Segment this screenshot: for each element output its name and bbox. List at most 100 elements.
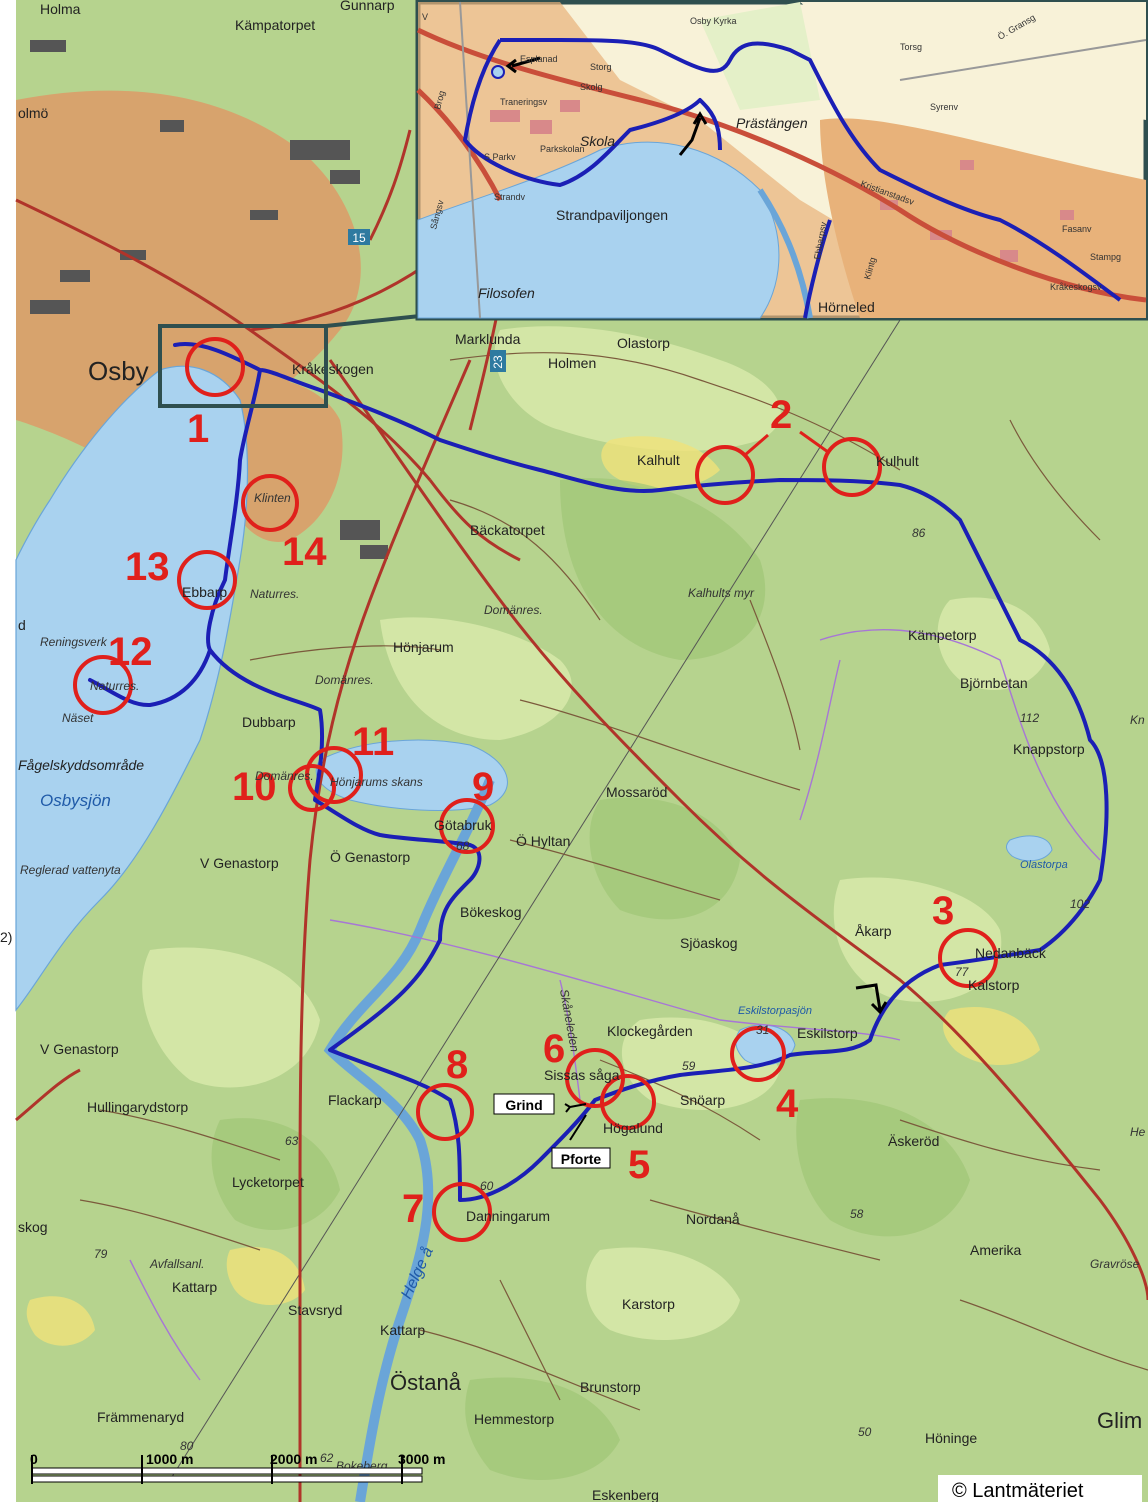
label-naset: Näset: [62, 711, 94, 725]
copyright-box: © Lantmäteriet: [938, 1475, 1142, 1502]
svg-text:Grind: Grind: [505, 1097, 542, 1113]
elevation-68: 68: [456, 839, 470, 853]
road-15-label: 15: [352, 231, 366, 245]
label-eskenberg: Eskenberg: [592, 1487, 659, 1502]
elevation-86: 86: [912, 526, 926, 540]
elevation-58: 58: [850, 1207, 864, 1221]
scale-label-2000: 2000 m: [270, 1451, 317, 1467]
marker-14: 14: [282, 530, 327, 574]
label-edge-d: d: [18, 617, 26, 633]
arrow-eskilstorp: [855, 983, 888, 1015]
yellow-fields: [26, 436, 1040, 1346]
ring-12: [73, 655, 133, 715]
label-domanres1: Domänres.: [484, 603, 543, 617]
ring-1: [185, 337, 245, 397]
marker-9: 9: [472, 765, 494, 809]
ring-9: [439, 798, 495, 854]
arrow-grind: [564, 1103, 587, 1113]
label-dubbarp: Dubbarp: [242, 714, 296, 730]
ring-11: [305, 746, 363, 804]
marker-12: 12: [108, 630, 153, 674]
marker-1: 1: [187, 407, 209, 451]
waypoint-rings: [73, 337, 998, 1242]
marker-2: 2: [770, 393, 792, 437]
marker-10: 10: [232, 765, 277, 809]
label-mossarod: Mossaröd: [606, 784, 667, 800]
ring-8: [416, 1083, 474, 1141]
scale-label-0: 0: [30, 1451, 38, 1467]
label-gravrose: Gravröse: [1090, 1257, 1140, 1271]
label-v-genastorp1: V Genastorp: [200, 855, 279, 871]
boundary-lines: [129, 628, 1101, 1381]
inset-label-skola: Skola: [580, 133, 615, 149]
label-kattarp1: Kattarp: [172, 1279, 217, 1295]
ring-4: [730, 1026, 786, 1082]
ring-5: [600, 1074, 656, 1130]
label-edge-2: 2): [0, 929, 12, 945]
label-stavsryd: Stavsryd: [288, 1302, 342, 1318]
scale-label-3000: 3000 m: [398, 1451, 445, 1467]
inset-label-stampg: Stampg: [1090, 252, 1121, 262]
marker-6: 6: [543, 1027, 565, 1071]
svg-text:Pforte: Pforte: [561, 1151, 602, 1167]
elevation-102: 102: [1070, 897, 1090, 911]
label-kalhults-myr: Kalhults myr: [688, 586, 755, 600]
label-amerika: Amerika: [970, 1242, 1022, 1258]
label-edge-he: He: [1130, 1125, 1146, 1139]
label-o-genastorp: Ö Genastorp: [330, 848, 410, 865]
label-olastorpa: Olastorpa: [1020, 859, 1068, 871]
left-margin: [0, 0, 16, 1502]
inset-label-s-parkv: S Parkv: [484, 152, 516, 162]
label-bjornbetan: Björnbetan: [960, 675, 1028, 691]
inset-route: [463, 38, 1122, 319]
label-kampatorpet: Kämpatorpet: [235, 17, 315, 33]
river-helge-a: [323, 778, 495, 1502]
copyright-text: © Lantmäteriet: [952, 1480, 1084, 1502]
waypoint-numbers: 1 2 3 4 5 6 7 8 9 10 11 12 13 14: [108, 393, 954, 1231]
label-flackarp: Flackarp: [328, 1092, 382, 1108]
label-gunnarp: Gunnarp: [340, 0, 395, 13]
inset-label-prastangen: Prästängen: [736, 115, 808, 131]
label-osbysjon: Osbysjön: [40, 791, 111, 810]
label-eskilstorpasjon: Eskilstorpasjön: [738, 1005, 812, 1017]
label-kraknskogen: Kråkeskogen: [292, 361, 374, 377]
label-kattarp2: Kattarp: [380, 1322, 425, 1338]
label-naturres2: Naturres.: [90, 679, 139, 693]
label-kalhult: Kalhult: [637, 452, 680, 468]
label-holmen: Holmen: [548, 355, 596, 371]
elevation-59: 59: [682, 1059, 696, 1073]
label-bokeskog: Bökeskog: [460, 904, 521, 920]
callout-pforte: Pforte: [551, 1147, 611, 1169]
marker-7: 7: [402, 1187, 424, 1231]
label-reningsverk: Reningsverk: [40, 635, 108, 649]
label-hullingarydstorp: Hullingarydstorp: [87, 1099, 188, 1115]
inset-label-v: V: [422, 12, 428, 22]
label-holma: Holma: [40, 1, 81, 17]
inset-label-esplanad: Esplanad: [520, 54, 558, 64]
ring-14: [241, 474, 299, 532]
scale-bar: 0 1000 m 2000 m 3000 m: [30, 1451, 445, 1484]
small-lakes: [315, 739, 1053, 1066]
inset-label-strandv: Strandv: [494, 192, 526, 202]
label-honinge: Höninge: [925, 1430, 977, 1446]
ring-3: [938, 928, 998, 988]
label-reglerad: Reglerad vattenyta: [20, 863, 121, 877]
ring-7: [432, 1182, 492, 1242]
inset-label-fasanv: Fasanv: [1062, 224, 1092, 234]
label-klinten: Klinten: [254, 491, 291, 505]
ring-2b: [822, 437, 882, 497]
inset-connector-line: [325, 314, 421, 328]
label-osby: Osby: [88, 356, 149, 386]
elevation-80: 80: [180, 1439, 194, 1453]
inset-label-skolg: Skolg: [580, 82, 603, 92]
label-brunstorp: Brunstorp: [580, 1379, 641, 1395]
elevation-labels: 86 112 102 77 31 59 68 60 63 58 79 62 80…: [94, 526, 1090, 1465]
label-hogalund: Högalund: [603, 1120, 663, 1136]
ring-10: [288, 764, 336, 812]
inset-label-storg: Storg: [590, 62, 612, 72]
label-askerod: Äskeröd: [888, 1133, 939, 1149]
marker-4: 4: [776, 1082, 799, 1126]
label-nedanback: Nedanbäck: [975, 945, 1047, 961]
